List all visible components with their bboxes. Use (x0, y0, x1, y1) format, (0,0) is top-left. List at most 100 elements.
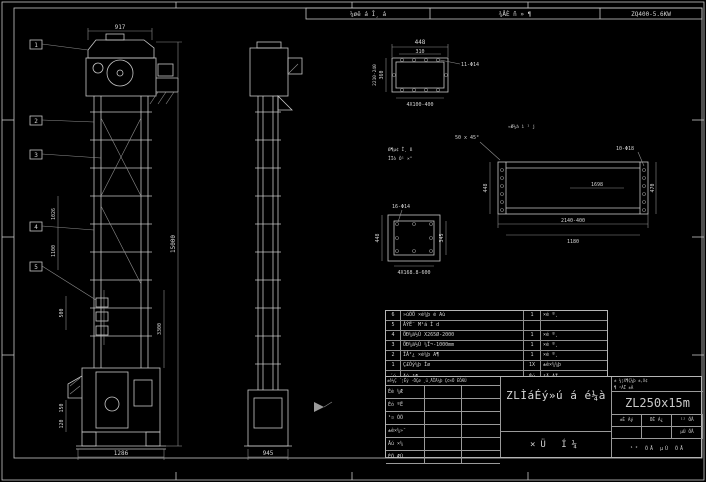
grid-cell: ±È Àý (612, 415, 642, 427)
part-material (541, 321, 607, 330)
part-name: ÏÂ²¿ ×é¼þ A¶ (401, 351, 524, 360)
hole-callout: 10-Φ18 (616, 146, 634, 152)
part-qty: 1X (524, 361, 541, 370)
grid-cell: µÚ ÕÅ (672, 427, 703, 439)
note-label: ÎÏò Ò¹ ×° (388, 155, 413, 162)
dim-label: 150 (59, 403, 65, 412)
top-bar: ¼øê á Î¸ á ¾ÅÈ ñ » ¶ ZQ400-5.6KW (305, 7, 703, 20)
weld-symbol (314, 401, 333, 412)
title-block-right: ± ¾¦X¶Ç¼þ ±,X¢ ¶ ²ÁÏ ±À ZL250x15m ±È Àý … (611, 377, 703, 457)
detail-flange: 448 310 360 2210-240 11-Φ14 4X100-400 (372, 39, 479, 108)
detail-plate: 16-Φ14 448 345 4X168.8-600 (375, 204, 447, 276)
title-block: ±ê¼Ç ´¦Êý ·ÖÇø ¸ü¸ÄÎÄ¼þ Ç©×Ö ÈÕÆÚ Éè ¼Æ … (385, 376, 703, 464)
item-balloons: 1 2 3 4 5 (29, 39, 102, 301)
dim-label: 310 (415, 49, 424, 55)
part-name: ÂÝË¨ M¹á Í d (401, 321, 524, 330)
dim-label: 2140-400 (561, 218, 585, 224)
note-line: ± ¾¦X¶Ç¼þ ±,X¢ (614, 378, 648, 383)
dim-label: 945 (263, 450, 274, 457)
part-material: ±ê×¼¼þ (543, 362, 562, 368)
signoff-label: ±ê×¼»¯ (386, 425, 425, 437)
part-name: Ç£Òý¼þ Íø (401, 361, 524, 370)
front-view (67, 33, 179, 450)
note-label: Ø¶µ¢ Î¸ ß (388, 146, 413, 153)
revision-strip: ±ê¼Ç ´¦Êý ·ÖÇø ¸ü¸ÄÎÄ¼þ Ç©×Ö ÈÕÆÚ (386, 377, 500, 386)
signoff-row: Åú ×¼ (386, 438, 500, 451)
chamfer-note: 50 x 45° (455, 135, 479, 141)
part-no: 1 (386, 361, 401, 370)
drawing-title: ZLÌáÉý»ú á é¼à (506, 389, 606, 402)
grid-cell: ¹² ÕÅ (672, 415, 703, 427)
dim-label: 1698 (591, 182, 603, 188)
part-name: »úÕÖ ×é¼þ é Aù (401, 311, 524, 320)
balloon-label: 4 (34, 224, 38, 231)
signoff-row: ±ê×¼»¯ (386, 425, 500, 438)
part-name: ÖÐ¼ä½Ú X265Ø-2000 (401, 331, 524, 340)
signoff-label: ¹¤ ÒÕ (386, 412, 425, 424)
front-view-dimensions: 917 15000 3300 1026 1100 500 150 120 128… (51, 24, 182, 460)
drawing-subtitle: ×Ü Í¼ (501, 431, 611, 457)
dim-label: 1180 (567, 239, 579, 245)
part-material: ×é º¸ (543, 312, 559, 318)
signoff-row: ¹¤ ÒÕ (386, 412, 500, 425)
signoff-row: Éè ¼Æ (386, 386, 500, 399)
dim-label: 360 (379, 70, 385, 79)
dim-label: 2210-240 (372, 64, 378, 86)
dim-label: 1286 (114, 450, 129, 457)
part-no: 3 (386, 341, 401, 350)
grid-cell (642, 427, 672, 439)
table-row: 4 ÖÐ¼ä½Ú X265Ø-2000 1 ×é º¸ (386, 331, 607, 341)
dim-label: 470 (650, 183, 656, 192)
part-qty: 1 (524, 341, 541, 350)
annotation-notes: 50 x 45° ¤Ø¼à ì ¹ j Ø¶µ¢ Î¸ ß ÎÏò Ò¹ ×° (388, 123, 535, 162)
part-qty (524, 321, 541, 330)
dim-label: 4X168.8-600 (397, 270, 430, 276)
grid-cell: ÖÊ Á¿ (642, 415, 672, 427)
sheet-count: ¹² ÕÅ µÚ ÕÅ (629, 446, 686, 452)
dim-label: 15000 (170, 235, 177, 253)
part-no: 2 (386, 351, 401, 360)
dim-label: 448 (375, 233, 381, 242)
table-row: 2 ÏÂ²¿ ×é¼þ A¶ 1 ×é º¸ (386, 351, 607, 361)
dim-label: 448 (415, 39, 426, 46)
dim-label: 120 (59, 419, 65, 428)
title-block-signoff: ±ê¼Ç ´¦Êý ·ÖÇø ¸ü¸ÄÎÄ¼þ Ç©×Ö ÈÕÆÚ Éè ¼Æ … (386, 377, 501, 464)
dim-label: 917 (115, 24, 126, 31)
dim-label: 345 (439, 233, 445, 242)
signoff-label: Åú ×¼ (386, 438, 425, 450)
dim-label: 3300 (157, 323, 163, 335)
signoff-row: ÈÕ ÆÚ (386, 451, 500, 464)
table-row: 6 »úÕÖ ×é¼þ é Aù 1 ×é º¸ (386, 311, 607, 321)
dim-label: 4X100-400 (406, 102, 433, 108)
table-row: 3 ÖÐ¼ä½Ú ¼Ï¬-1000mm 1 ×é º¸ (386, 341, 607, 351)
dim-label: 1026 (51, 208, 57, 220)
top-bar-cell1: ¼øê á Î¸ á (350, 11, 387, 18)
dim-label: 500 (59, 308, 65, 317)
balloon-label: 2 (34, 118, 38, 125)
part-no: 5 (386, 321, 401, 330)
detail-casing: 10-Φ18 1698 470 448 2140-400 1180 (483, 146, 657, 245)
title-block-center: ZLÌáÉý»ú á é¼à ×Ü Í¼ (501, 377, 611, 457)
note-line: ¶ ²ÁÏ ±À (614, 385, 634, 390)
part-name: ÖÐ¼ä½Ú ¼Ï¬-1000mm (401, 341, 524, 350)
balloon-label: 3 (34, 152, 38, 159)
balloon-label: 5 (34, 264, 38, 271)
table-row: 5 ÂÝË¨ M¹á Í d (386, 321, 607, 331)
part-qty: 1 (524, 331, 541, 340)
part-no: 6 (386, 311, 401, 320)
parts-table: 6 »úÕÖ ×é¼þ é Aù 1 ×é º¸ 5 ÂÝË¨ M¹á Í d … (385, 310, 608, 384)
hole-callout: 16-Φ14 (392, 204, 410, 210)
part-qty: 1 (524, 311, 541, 320)
signoff-label: ÈÕ ÆÚ (386, 451, 425, 463)
grid-cell (612, 427, 642, 439)
top-bar-cell3: ZQ400-5.6KW (631, 11, 671, 18)
part-qty: 1 (524, 351, 541, 360)
table-row: 1 Ç£Òý¼þ Íø 1X ±ê×¼¼þ (386, 361, 607, 371)
signoff-row: Éó ºË (386, 399, 500, 412)
part-material: ×é º¸ (543, 352, 559, 358)
top-bar-cell2: ¾ÅÈ ñ » ¶ (499, 10, 532, 18)
signoff-label: Éè ¼Æ (386, 386, 425, 398)
title-block-note: ± ¾¦X¶Ç¼þ ±,X¢ ¶ ²ÁÏ ±À (612, 377, 703, 392)
